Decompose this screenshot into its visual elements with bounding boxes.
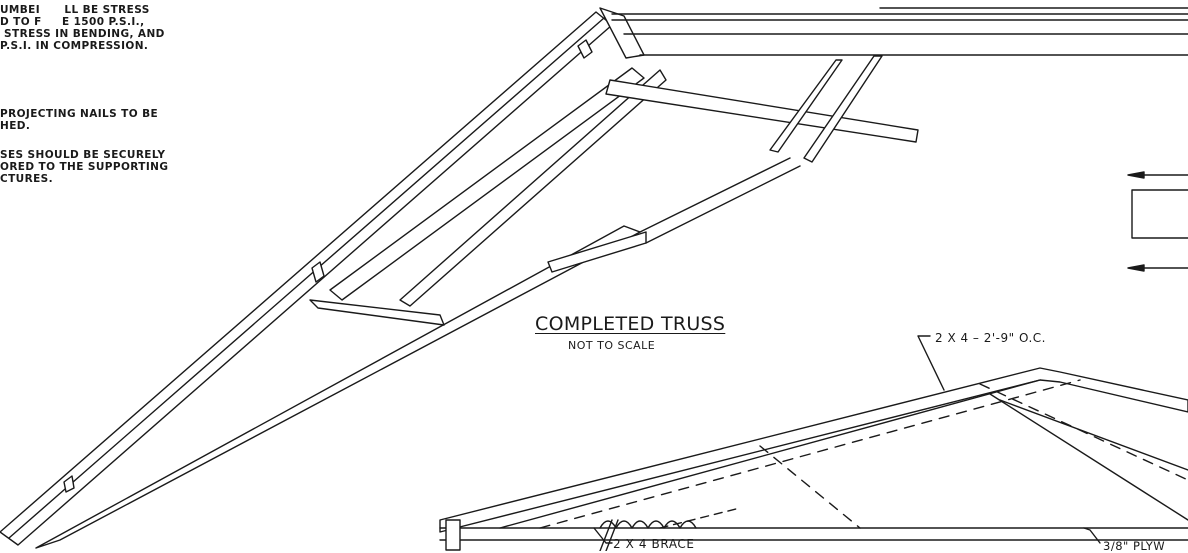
spec-note-2: PROJECTING NAILS TO BE HED. (0, 108, 159, 132)
roof-assembly (439, 367, 1188, 551)
drawing-subtitle: NOT TO SCALE (568, 339, 656, 352)
web-members (309, 55, 919, 326)
brace-callout: 2 X 4 BRACE (613, 537, 695, 551)
leaders (593, 335, 1101, 544)
top-chord (0, 7, 645, 546)
drawing-title: COMPLETED TRUSS (535, 313, 726, 335)
gusset-plates (63, 39, 593, 493)
bottom-chord (35, 157, 801, 549)
spec-note-1: UMBEI LL BE STRESS D TO F E 1500 P.S.I.,… (0, 4, 165, 52)
section-detail (1127, 171, 1188, 272)
plywood-callout: 3/8" PLYW (1103, 539, 1166, 553)
ridge-line (611, 7, 1188, 56)
spacing-callout: 2 X 4 – 2'-9" O.C. (935, 331, 1046, 345)
spec-note-3: SES SHOULD BE SECURELY ORED TO THE SUPPO… (0, 149, 169, 185)
